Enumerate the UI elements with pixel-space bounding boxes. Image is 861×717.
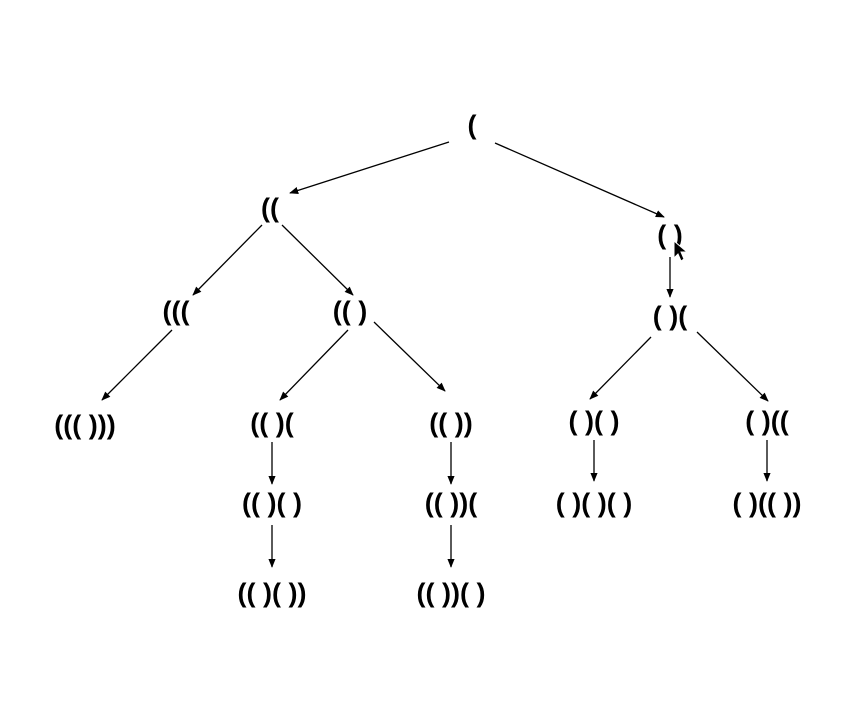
tree-node-label: (( ))( ) (417, 578, 486, 608)
tree-node-label: ( )( (653, 301, 687, 331)
nodes-layer: (((( )((((( )( )(((( )))(( )((( ))( )( )… (54, 110, 801, 608)
tree-edge-arrow (101, 329, 173, 401)
tree-node-label: (( ) (333, 296, 367, 326)
tree-edge-arrow (281, 224, 354, 296)
tree-edge-arrow (589, 336, 652, 400)
tree-edge-arrow (289, 141, 450, 194)
tree-node-label: (( )( ) (242, 488, 302, 518)
tree-node-label: ( )( ) (569, 406, 620, 436)
tree-node-label: (( )( (250, 408, 293, 438)
mouse-pointer-icon (673, 239, 689, 262)
tree-node-label: (( ))( (425, 488, 477, 518)
tree-node-label: ( (468, 110, 477, 140)
tree-edge-arrow (279, 329, 349, 401)
tree-edge-arrow (373, 321, 446, 392)
tree-node-label: ( )(( (745, 406, 788, 436)
tree-node-label: (( (261, 193, 279, 223)
tree-node-label: (( )( )) (238, 578, 307, 608)
tree-edge-arrow (494, 142, 665, 218)
tree-node-label: (( )) (429, 408, 472, 438)
tree-node-label: ((( ))) (54, 410, 115, 440)
tree-edge-arrow (696, 331, 769, 402)
tree-edge-arrow (192, 224, 263, 296)
tree-node-label: ( )(( )) (733, 488, 802, 518)
edges-layer (101, 141, 771, 568)
tree-node-label: ((( (163, 296, 190, 326)
tree-node-label: ( )( )( ) (556, 488, 632, 518)
